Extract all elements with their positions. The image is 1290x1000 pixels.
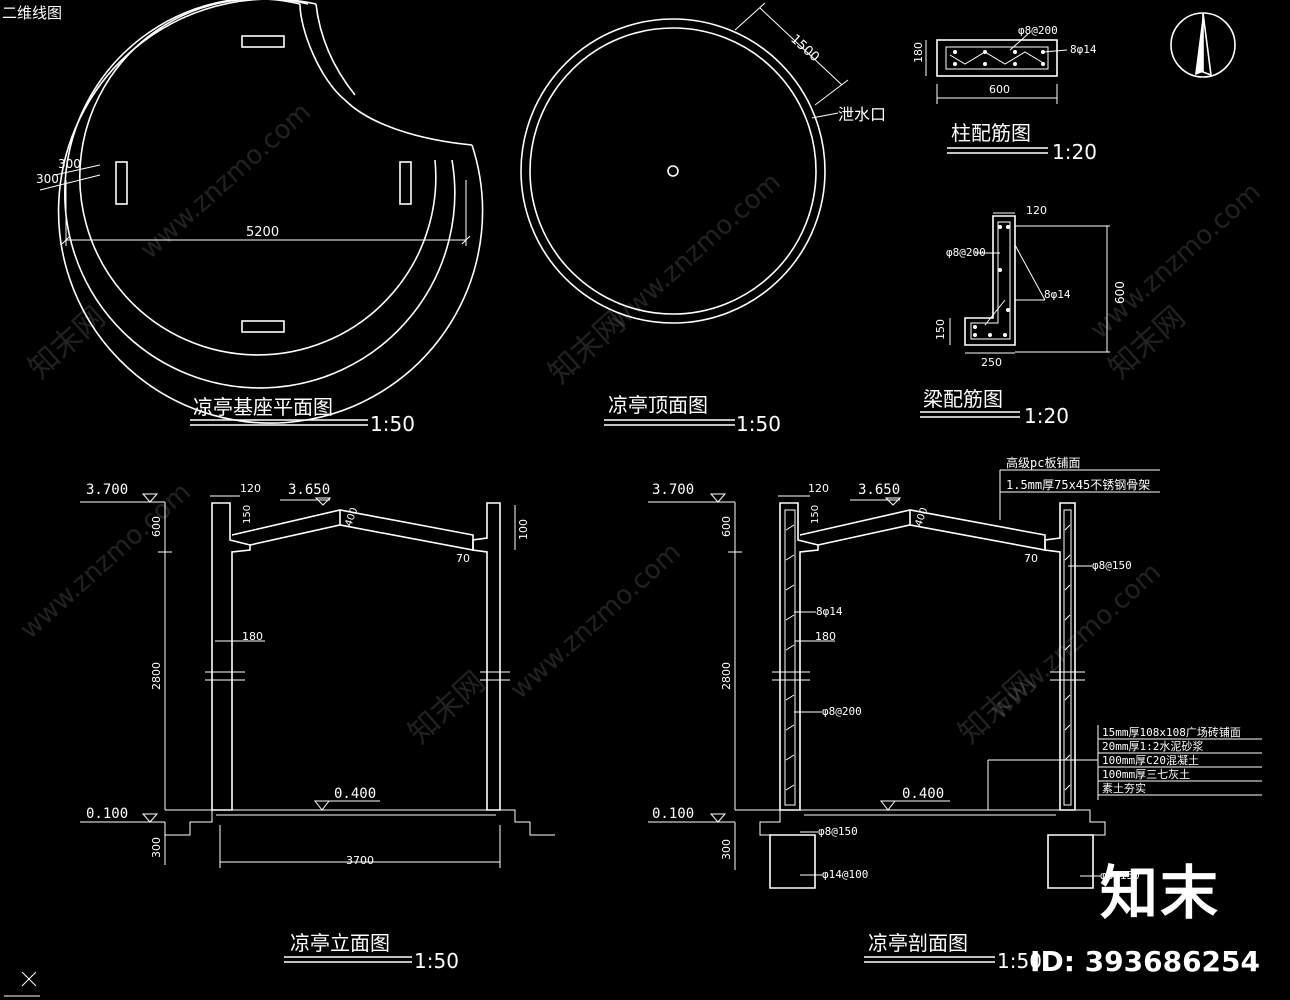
sect-dim-400: 400 bbox=[913, 506, 930, 528]
sect-dim-300: 300 bbox=[720, 839, 733, 860]
column-stirrup-label: φ8@200 bbox=[1018, 24, 1058, 37]
brand-logo: 知末 bbox=[1099, 859, 1220, 927]
section-view: 3.700 600 2800 0.100 300 0.400 120 bbox=[648, 455, 1262, 973]
floor-layer-3: 100mm厚C20混凝土 bbox=[1102, 753, 1199, 767]
watermark-layer: www.znzmo.com www.znzmo.com www.znzmo.co… bbox=[15, 97, 1267, 751]
dim-300-a: 300 bbox=[58, 157, 81, 171]
sect-bar-5: φ14@100 bbox=[822, 868, 868, 881]
plan-base-view: 5200 300 300 凉亭基座平面图 1:50 bbox=[36, 0, 484, 436]
beam-dim-600: 600 bbox=[1113, 281, 1127, 304]
sect-bar-2: 8φ14 bbox=[816, 605, 843, 618]
sect-level-0100: 0.100 bbox=[652, 806, 694, 822]
corner-label: 二维线图 bbox=[2, 4, 62, 22]
section-title: 凉亭剖面图 bbox=[868, 931, 968, 955]
elev-dim-120: 120 bbox=[240, 482, 261, 495]
floor-layer-1: 15mm厚108x108广场砖铺面 bbox=[1102, 725, 1241, 739]
watermark-cn: 知末网 bbox=[22, 300, 112, 386]
sect-level-3700: 3.700 bbox=[652, 482, 694, 498]
column-dim-600: 600 bbox=[989, 83, 1010, 96]
elev-dim-150: 150 bbox=[242, 505, 253, 524]
sect-bar-4: φ8@150 bbox=[818, 825, 858, 838]
column-rebar-scale: 1:20 bbox=[1052, 140, 1097, 164]
elev-dim-100: 100 bbox=[517, 519, 530, 540]
column-rebar-detail: φ8@200 8φ14 600 180 柱配筋图 1:20 bbox=[912, 24, 1097, 164]
elev-level-0100: 0.100 bbox=[86, 806, 128, 822]
elevation-view: 3.700 600 2800 0.100 300 0.400 3700 120 … bbox=[80, 482, 555, 973]
sect-bar-1: φ8@150 bbox=[1092, 559, 1132, 572]
elev-dim-180: 180 bbox=[242, 630, 263, 643]
sect-dim-180: 180 bbox=[815, 630, 836, 643]
floor-layer-5: 素土夯实 bbox=[1102, 781, 1146, 795]
sect-roof-note-1: 高级pc板铺面 bbox=[1006, 455, 1080, 470]
elev-dim-300: 300 bbox=[150, 837, 163, 858]
sect-level-0400: 0.400 bbox=[902, 786, 944, 802]
elev-dim-600: 600 bbox=[150, 516, 163, 537]
sect-dim-70: 70 bbox=[1024, 552, 1038, 565]
watermark-site: www.znzmo.com bbox=[505, 537, 687, 705]
floor-layer-4: 100mm厚三七灰土 bbox=[1102, 767, 1190, 781]
id-tag: ID: 393686254 bbox=[1030, 945, 1260, 978]
dim-5200: 5200 bbox=[246, 225, 279, 240]
dim-300-b: 300 bbox=[36, 172, 59, 186]
sect-dim-120: 120 bbox=[808, 482, 829, 495]
beam-rebar-detail: 120 φ8@200 8φ14 600 150 250 梁配筋图 1:20 bbox=[920, 204, 1127, 428]
watermark-site: www.znzmo.com bbox=[605, 167, 787, 335]
section-scale: 1:50 bbox=[997, 949, 1042, 973]
elevation-title: 凉亭立面图 bbox=[290, 931, 390, 955]
plan-top-title: 凉亭顶面图 bbox=[608, 393, 708, 417]
column-rebar-title: 柱配筋图 bbox=[951, 121, 1031, 145]
outlet-label: 泄水口 bbox=[838, 105, 886, 124]
watermark-cn: 知末网 bbox=[542, 305, 632, 391]
sect-dim-2800: 2800 bbox=[720, 662, 733, 690]
plan-base-scale: 1:50 bbox=[370, 412, 415, 436]
beam-dim-250: 250 bbox=[981, 356, 1002, 369]
elev-dim-3700: 3700 bbox=[346, 854, 374, 867]
sect-bar-3: φ8@200 bbox=[822, 705, 862, 718]
elevation-scale: 1:50 bbox=[414, 949, 459, 973]
beam-stirrup-label: φ8@200 bbox=[946, 246, 986, 259]
sect-roof-note-2: 1.5mm厚75x45不锈钢骨架 bbox=[1006, 478, 1150, 492]
elev-dim-70: 70 bbox=[456, 552, 470, 565]
beam-rebar-scale: 1:20 bbox=[1024, 404, 1069, 428]
plan-top-scale: 1:50 bbox=[736, 412, 781, 436]
elev-dim-400: 400 bbox=[343, 506, 360, 528]
beam-dim-120: 120 bbox=[1026, 204, 1047, 217]
elev-dim-2800: 2800 bbox=[150, 662, 163, 690]
dim-1500: 1500 bbox=[787, 32, 822, 65]
ucs-icon bbox=[4, 971, 40, 997]
elev-level-3650: 3.650 bbox=[288, 482, 330, 498]
floor-layer-2: 20mm厚1:2水泥砂浆 bbox=[1102, 739, 1203, 753]
watermark-cn: 知末网 bbox=[952, 665, 1042, 751]
elev-level-3700: 3.700 bbox=[86, 482, 128, 498]
column-mainbar-label: 8φ14 bbox=[1070, 43, 1097, 56]
elev-level-0400: 0.400 bbox=[334, 786, 376, 802]
watermark-cn: 知末网 bbox=[402, 665, 492, 751]
column-dim-180: 180 bbox=[912, 42, 925, 63]
beam-rebar-title: 梁配筋图 bbox=[923, 387, 1003, 411]
sect-level-3650: 3.650 bbox=[858, 482, 900, 498]
beam-dim-150: 150 bbox=[934, 319, 947, 340]
beam-mainbar-label: 8φ14 bbox=[1044, 288, 1071, 301]
sect-dim-600: 600 bbox=[720, 516, 733, 537]
north-arrow-icon bbox=[1170, 12, 1236, 78]
plan-top-view: 1500 泄水口 凉亭顶面图 1:50 bbox=[520, 2, 886, 436]
sect-dim-150: 150 bbox=[810, 505, 821, 524]
plan-base-title: 凉亭基座平面图 bbox=[193, 395, 333, 419]
sect-bar-6: φ8@150 bbox=[1100, 869, 1140, 882]
